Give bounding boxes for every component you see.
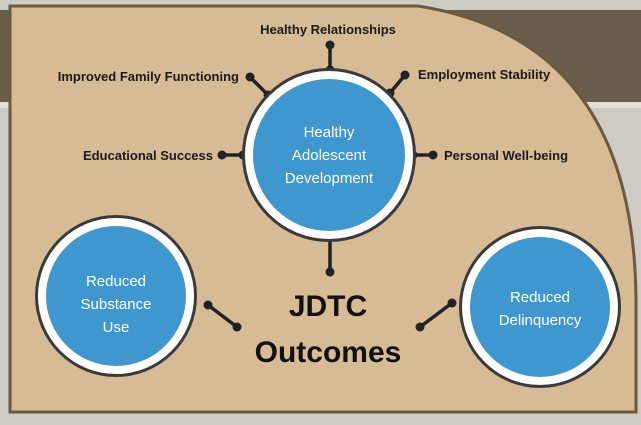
connector-upper-right-end <box>400 70 410 80</box>
label-improved-family-functioning: Improved Family Functioning <box>58 69 239 84</box>
connector-bottom-end <box>325 267 335 277</box>
substance-fill <box>46 226 186 366</box>
connector-substance-start <box>203 300 213 310</box>
connector-delinquency-end <box>447 298 457 308</box>
delinquency-line-2: Delinquency <box>499 312 582 329</box>
delinquency-circle: Reduced Delinquency <box>459 226 621 388</box>
delinquency-line-1: Reduced <box>510 289 570 306</box>
label-personal-well-being: Personal Well-being <box>444 148 568 163</box>
center-title-line-2: Outcomes <box>255 336 402 369</box>
hub-line-3: Development <box>285 170 374 187</box>
connector-upper-left-end <box>245 72 255 82</box>
substance-line-1: Reduced <box>86 273 146 290</box>
center-title-line-1: JDTC <box>289 290 367 323</box>
connector-delinquency-start <box>415 322 425 332</box>
label-educational-success: Educational Success <box>83 148 213 163</box>
connector-top-end <box>325 40 335 50</box>
label-employment-stability: Employment Stability <box>418 67 551 82</box>
connector-right-end <box>428 150 438 160</box>
label-healthy-relationships: Healthy Relationships <box>260 22 396 37</box>
substance-use-circle: Reduced Substance Use <box>35 215 197 377</box>
connector-substance <box>206 303 239 329</box>
hub-line-2: Adolescent <box>292 147 367 164</box>
connector-delinquency <box>418 301 454 329</box>
hub-circle: Healthy Adolescent Development <box>242 68 416 242</box>
connector-substance-end <box>232 322 242 332</box>
hub-fill <box>253 79 405 231</box>
hub-line-1: Healthy <box>304 124 355 141</box>
substance-line-2: Substance <box>81 296 152 313</box>
substance-line-3: Use <box>103 319 130 336</box>
connector-left-end <box>217 150 227 160</box>
delinquency-fill <box>470 237 610 377</box>
